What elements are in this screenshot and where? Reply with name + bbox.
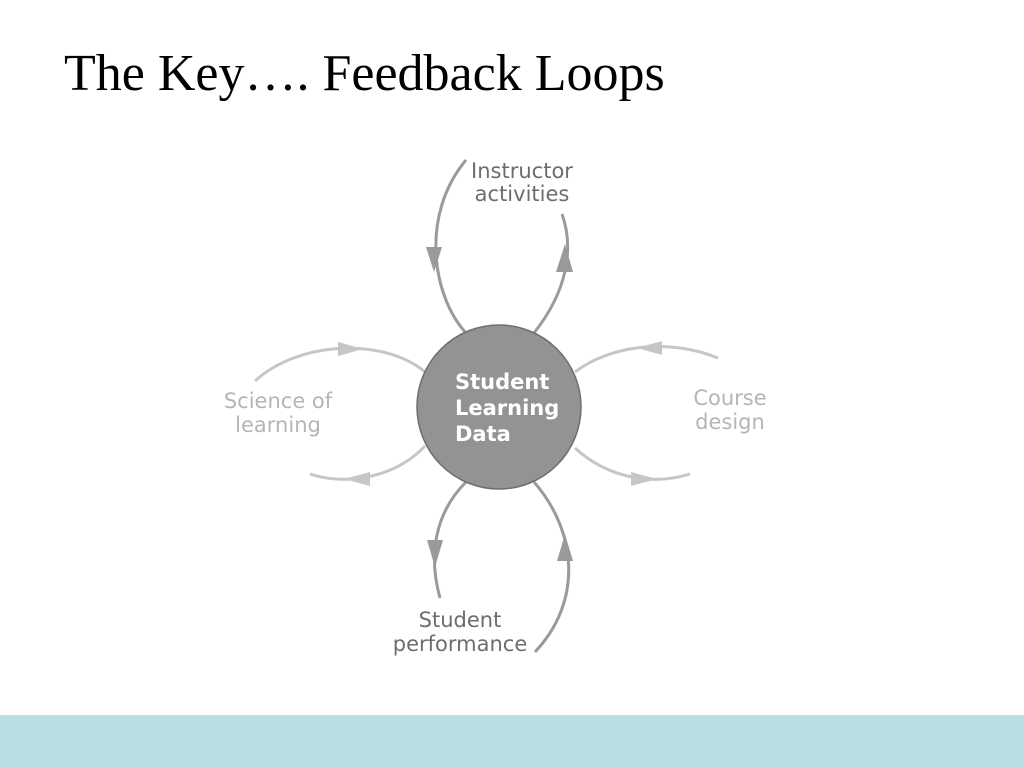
loop-instructor-arc-down: [434, 159, 468, 335]
arrowhead-down-icon: [427, 540, 443, 567]
arrowhead-left-icon: [344, 472, 370, 486]
arrowhead-down-icon: [426, 247, 442, 272]
node-course-design: Course design: [693, 386, 766, 434]
loop-performance-arc-up: [532, 481, 571, 654]
node-instructor-activities: Instructor activities: [471, 159, 573, 206]
footer-band: [0, 715, 1024, 768]
arrowhead-left-icon: [637, 341, 662, 355]
node-label-line-1: Science of: [224, 389, 333, 413]
center-label-line-1: Student: [455, 370, 549, 394]
node-science-of-learning: Science of learning: [224, 389, 333, 437]
node-label-line-1: Course: [693, 386, 766, 410]
loop-science-of-learning: [253, 342, 427, 486]
arrowhead-right-icon: [338, 342, 363, 356]
node-label-line-1: Student: [419, 608, 502, 632]
loop-student-performance: [427, 480, 573, 654]
arrowhead-up-icon: [556, 244, 573, 272]
node-label-line-2: activities: [475, 182, 570, 206]
center-label-line-2: Learning: [455, 396, 559, 420]
arrowhead-right-icon: [631, 472, 657, 486]
center-node: Student Learning Data: [416, 324, 582, 490]
arrowhead-up-icon: [557, 534, 573, 561]
slide-title: The Key…. Feedback Loops: [64, 45, 665, 102]
loop-instructor-arc-up: [532, 213, 570, 334]
node-student-performance: Student performance: [393, 608, 528, 656]
loop-course-design: [573, 341, 719, 486]
node-label-line-2: design: [695, 410, 765, 434]
node-label-line-1: Instructor: [471, 159, 573, 183]
loop-instructor-activities: [426, 159, 573, 335]
node-label-line-2: performance: [393, 632, 528, 656]
node-label-line-2: learning: [235, 413, 321, 437]
center-circle: [416, 324, 582, 490]
loop-performance-arc-down: [433, 480, 468, 599]
center-label-line-3: Data: [455, 422, 511, 446]
